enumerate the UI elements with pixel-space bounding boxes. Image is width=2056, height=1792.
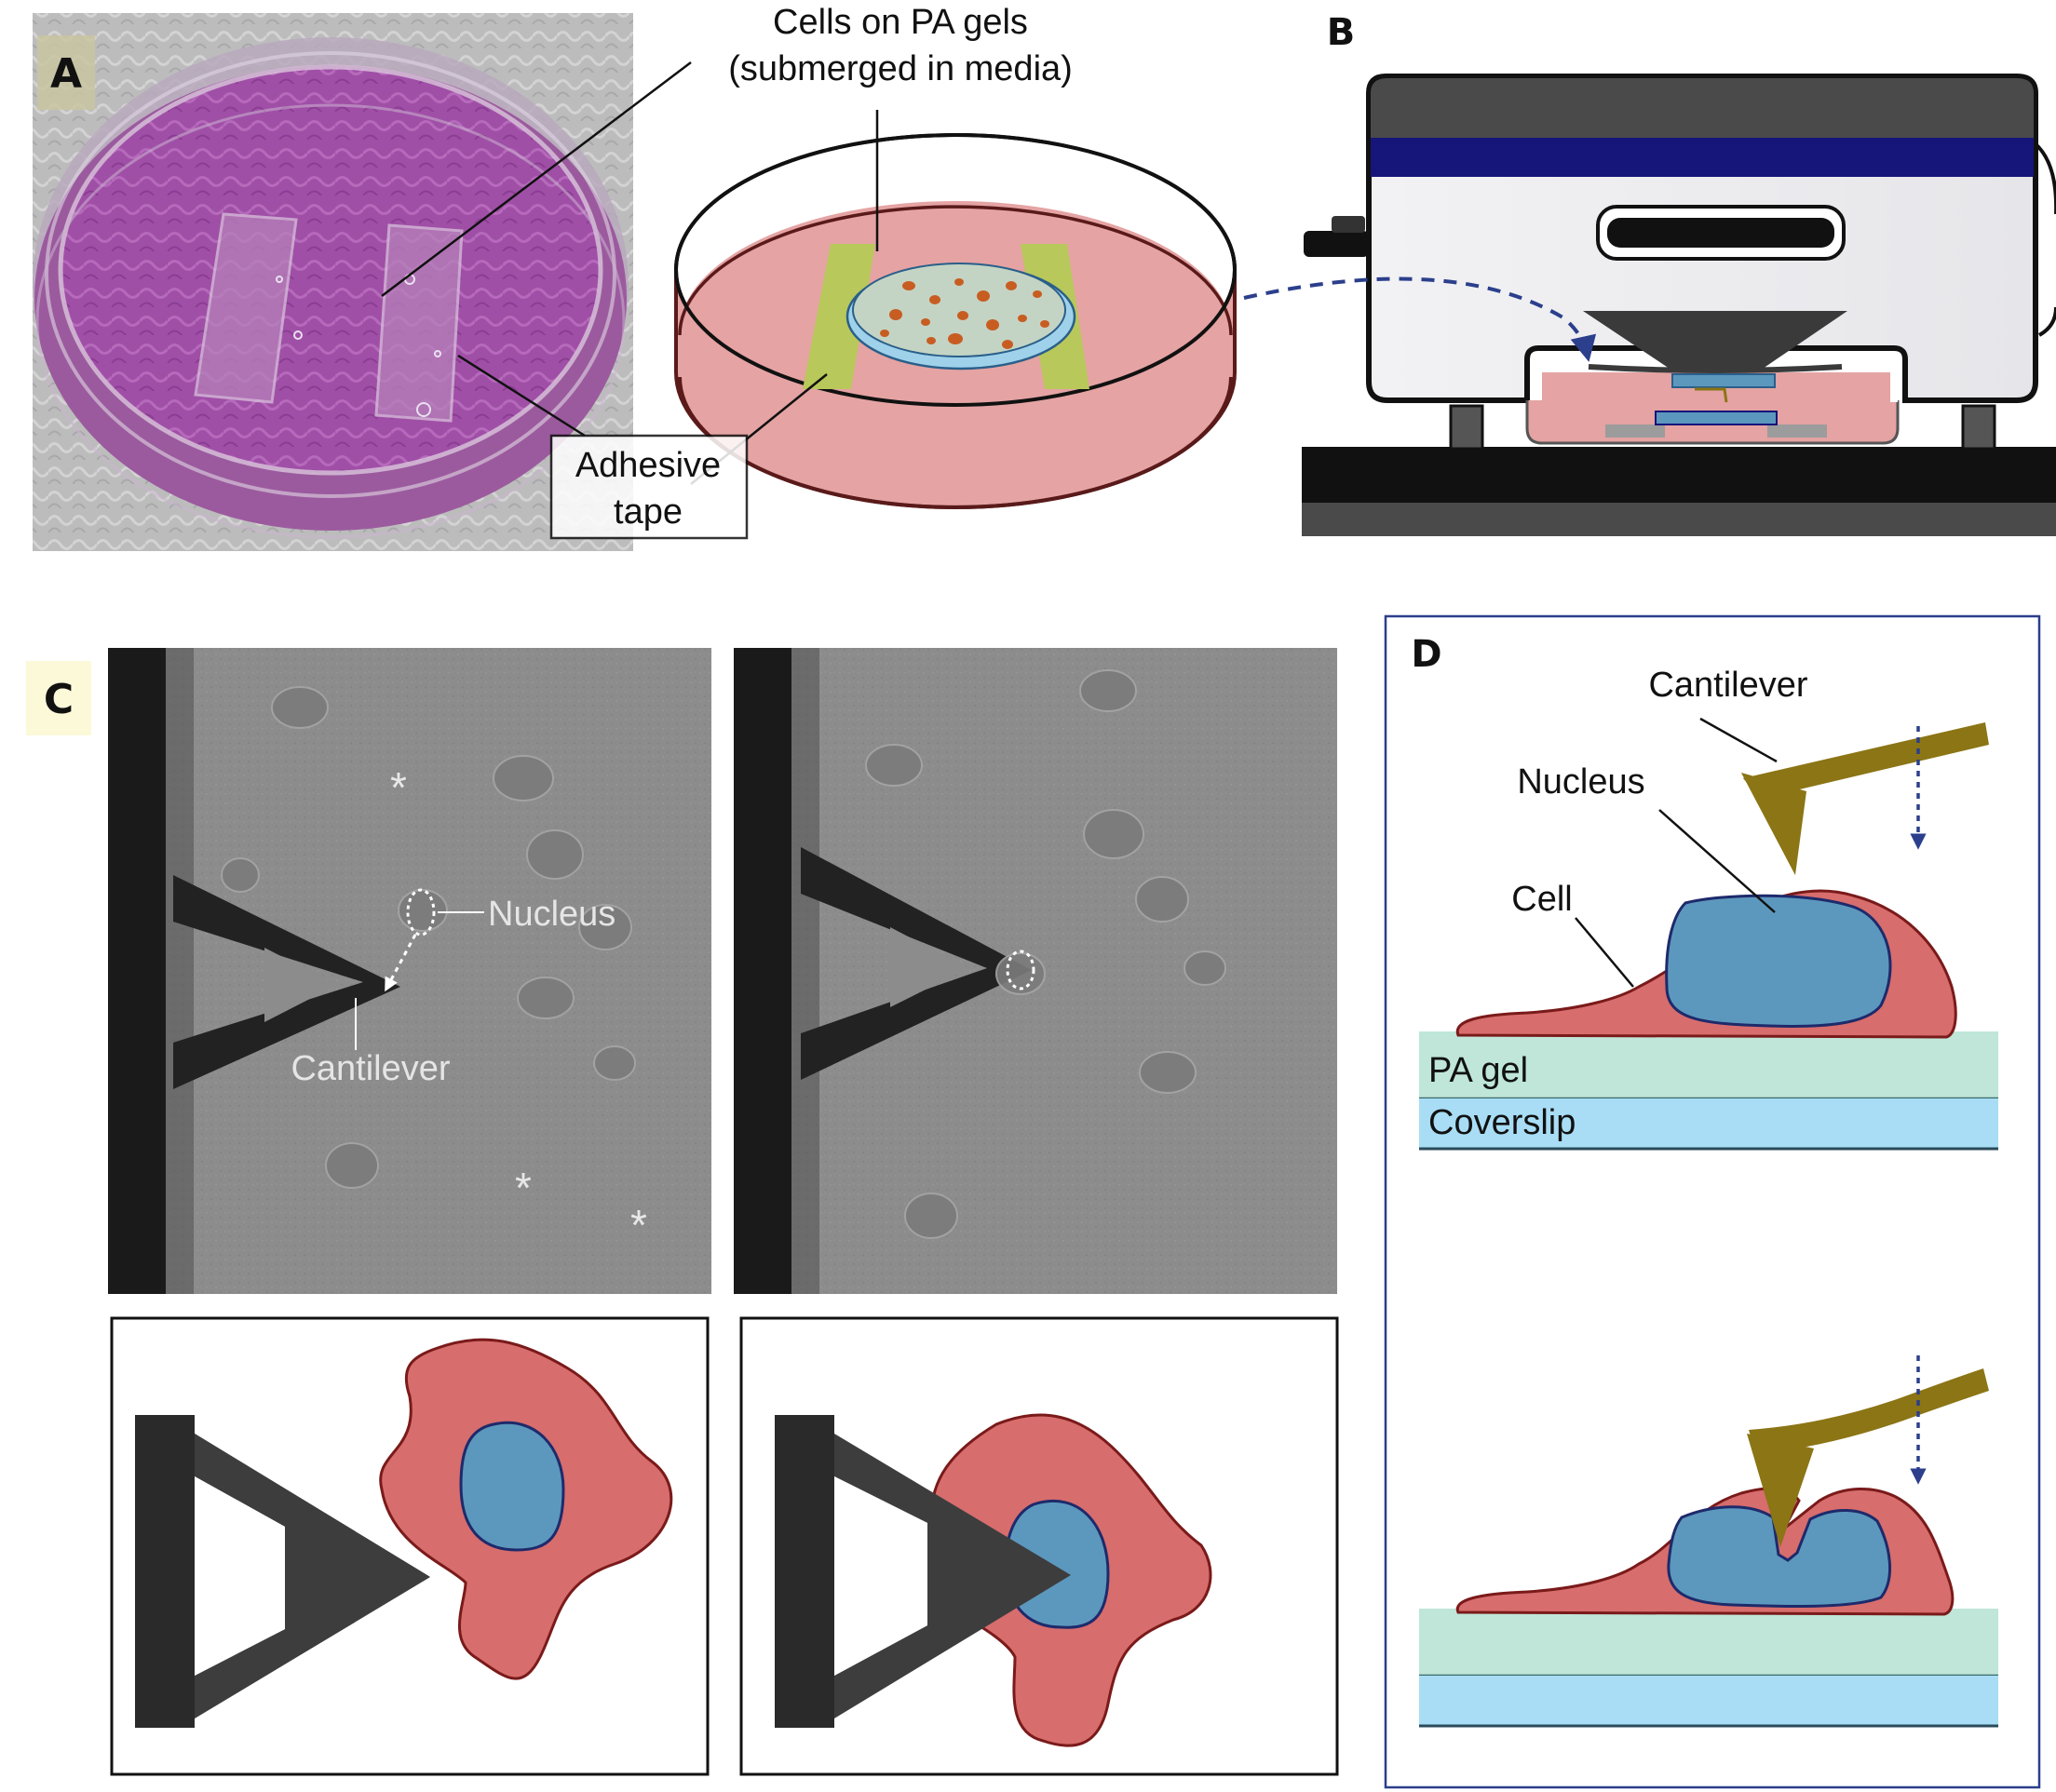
diagram-coverslip-label: Coverslip bbox=[1428, 1103, 1576, 1142]
micrograph-cantilever-label: Cantilever bbox=[291, 1049, 450, 1088]
cells-on-gels-label: Cells on PA gels bbox=[773, 3, 1028, 42]
diagram-cell-label: Cell bbox=[1511, 880, 1572, 919]
panel-c-letter: C bbox=[44, 676, 74, 723]
asterisk-marker-2: * bbox=[515, 1164, 532, 1212]
panel-d-letter: D bbox=[1411, 633, 1441, 676]
schematic-after bbox=[739, 1316, 1339, 1776]
adhesive-label: Adhesive bbox=[575, 446, 721, 485]
panel-c-letter-badge bbox=[26, 661, 91, 735]
panel-d: D Cantilever Nucleus Cell PA gel Coversl… bbox=[1384, 614, 2041, 1789]
diagram-cantilever-label: Cantilever bbox=[1648, 666, 1807, 705]
panel-c: C * * * Nucleus Cantilever bbox=[26, 648, 1339, 1776]
submerged-in-media-label: (submerged in media) bbox=[728, 49, 1073, 88]
schematic-before bbox=[110, 1316, 710, 1776]
asterisk-marker-1: * bbox=[390, 763, 407, 812]
panel-a-letter: A bbox=[50, 50, 82, 98]
diagram-pa-gel-label: PA gel bbox=[1428, 1051, 1528, 1090]
cell-during-indentation bbox=[1419, 1355, 1998, 1728]
panel-a-callouts bbox=[381, 61, 879, 540]
cell-before-indentation bbox=[1419, 717, 1998, 1151]
asterisk-marker-3: * bbox=[630, 1201, 647, 1249]
micrograph-before bbox=[108, 648, 711, 1294]
panel-b-letter: B bbox=[1327, 11, 1356, 54]
panel-a-photo bbox=[33, 13, 633, 551]
micrograph-after bbox=[734, 648, 1337, 1294]
diagram-nucleus-label: Nucleus bbox=[1517, 762, 1644, 802]
micrograph-nucleus-label: Nucleus bbox=[488, 895, 615, 934]
tape-label: tape bbox=[614, 492, 683, 532]
panel-b-afm-instrument: B bbox=[1302, 11, 2056, 536]
panel-a-dish-schematic bbox=[674, 133, 1237, 509]
panel-a-letter-badge bbox=[37, 35, 95, 110]
